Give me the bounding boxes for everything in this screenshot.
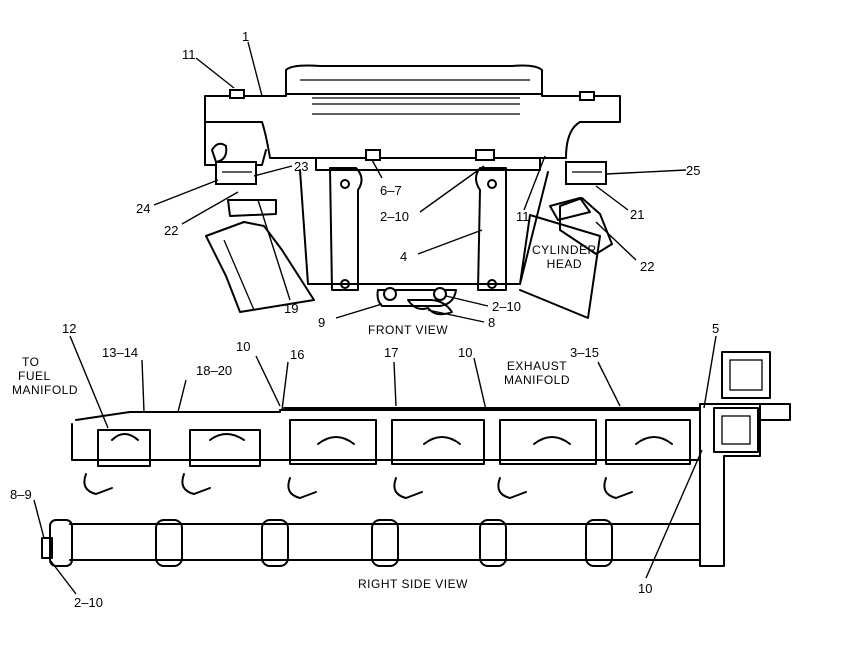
cylinder-head-outline (299, 169, 549, 285)
callout-22-right: 22 (640, 259, 655, 274)
callout-16: 16 (290, 347, 305, 362)
callout-1: 1 (242, 29, 250, 44)
callout-19: 19 (284, 301, 299, 316)
callout-2-10-side: 2–10 (74, 595, 103, 610)
cylinder-head-note: CYLINDER HEAD (532, 243, 597, 271)
callout-24: 24 (136, 201, 151, 216)
callout-23: 23 (294, 159, 309, 174)
callout-10-b: 10 (458, 345, 473, 360)
callout-10-a: 10 (236, 339, 251, 354)
left-bracket (329, 167, 363, 291)
callout-6-7: 6–7 (380, 183, 402, 198)
callout-22-left: 22 (164, 223, 179, 238)
callout-8-9: 8–9 (10, 487, 32, 502)
side-view-drawing (41, 351, 791, 567)
manifold-top-cover (285, 64, 543, 95)
callout-11-top: 11 (182, 47, 196, 62)
right-side-view-caption: RIGHT SIDE VIEW (358, 577, 468, 591)
callout-17: 17 (384, 345, 399, 360)
manifold-body (204, 93, 621, 159)
callout-2-10-bottom: 2–10 (492, 299, 521, 314)
callout-9: 9 (318, 315, 326, 330)
left-exhaust-elbow (205, 221, 315, 313)
front-view-drawing (204, 64, 621, 319)
callout-8: 8 (488, 315, 496, 330)
callout-5: 5 (712, 321, 720, 336)
end-housing (699, 403, 761, 567)
exhaust-manifold-note: EXHAUST MANIFOLD (504, 359, 571, 387)
callout-13-14: 13–14 (102, 345, 139, 360)
exhaust-manifold-side (75, 409, 701, 421)
manifold-ports (97, 419, 691, 467)
callout-21: 21 (630, 207, 645, 222)
port-elbows (83, 473, 633, 499)
callout-10-c: 10 (638, 581, 653, 596)
callout-3-15: 3–15 (570, 345, 599, 360)
lower-block (49, 519, 701, 567)
callout-11-front: 11 (516, 209, 530, 224)
front-view-caption: FRONT VIEW (368, 323, 449, 337)
to-fuel-manifold-note: TO FUEL MANIFOLD (12, 355, 79, 397)
right-bracket (475, 167, 507, 291)
callout-18-20: 18–20 (196, 363, 233, 378)
right-exhaust-elbow (559, 197, 613, 255)
leader-lines (33, 41, 717, 595)
callout-2-10-front: 2–10 (380, 209, 409, 224)
callout-4: 4 (400, 249, 408, 264)
callout-12: 12 (62, 321, 77, 336)
callout-25: 25 (686, 163, 701, 178)
